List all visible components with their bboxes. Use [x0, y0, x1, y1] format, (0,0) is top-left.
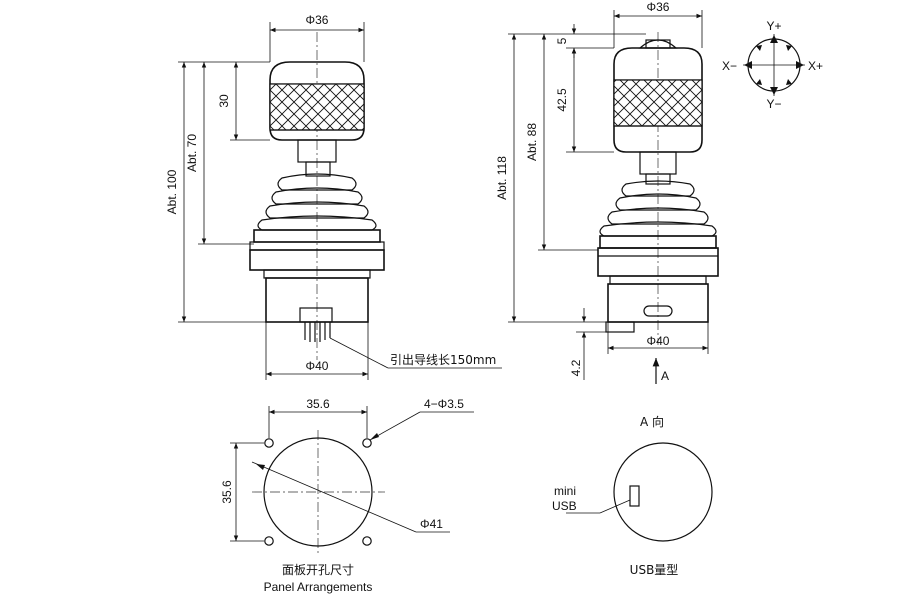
- front-dim-5: 5: [555, 37, 569, 44]
- panel-caption-cn: 面板开孔尺寸: [282, 563, 354, 577]
- usb-view: A 向 mini USB USB量型: [552, 414, 713, 577]
- panel-caption-en: Panel Arrangements: [264, 580, 373, 594]
- front-view: Φ36 5 42.5 Abt. 88 Abt. 118 4.2 Φ40: [495, 0, 719, 384]
- side-dim-100: Abt. 100: [165, 169, 179, 214]
- front-dim-42b: 4.2: [569, 359, 583, 376]
- side-dia-top: Φ36: [306, 13, 329, 27]
- axis-y-plus: Y+: [766, 19, 781, 33]
- panel-dim-w: 35.6: [306, 397, 330, 411]
- panel-cutout: 35.6 35.6 4−Φ3.5 Φ41 面板开孔尺寸 Panel Arrang…: [220, 397, 474, 594]
- panel-dim-h: 35.6: [220, 480, 234, 504]
- axis-x-minus: X−: [722, 59, 737, 73]
- side-wires: [299, 307, 333, 342]
- panel-circle: Φ41: [420, 517, 443, 531]
- usb-caption: USB量型: [630, 563, 679, 577]
- side-knob: [269, 61, 365, 141]
- axis-y-minus: Y−: [766, 97, 781, 111]
- front-dia-bottom: Φ40: [647, 334, 670, 348]
- axis-x-plus: X+: [808, 59, 823, 73]
- side-view: Φ36 30 Abt. 70 Abt. 100 Φ40 引出导线长150mm: [165, 13, 502, 380]
- side-dim-knob: 30: [217, 94, 231, 108]
- front-view-arrow: A: [661, 369, 669, 383]
- side-dia-bottom: Φ40: [306, 359, 329, 373]
- side-boot: [257, 173, 377, 231]
- front-knob: [613, 47, 703, 153]
- front-dim-118: Abt. 118: [495, 156, 509, 200]
- front-dim-88: Abt. 88: [525, 123, 539, 161]
- usb-view-title: A 向: [640, 414, 664, 429]
- front-body: [597, 235, 719, 333]
- axis-legend: Y+ Y− X+ X−: [722, 19, 823, 111]
- side-dim-70: Abt. 70: [185, 134, 199, 172]
- usb-port-label-1: mini: [554, 484, 576, 498]
- front-boot: [599, 180, 717, 237]
- side-lead-note: 引出导线长150mm: [390, 353, 496, 367]
- usb-port-label-2: USB: [552, 499, 577, 513]
- front-dia-top: Φ36: [647, 0, 670, 14]
- front-dim-42: 42.5: [555, 88, 569, 112]
- panel-holes: 4−Φ3.5: [424, 397, 464, 411]
